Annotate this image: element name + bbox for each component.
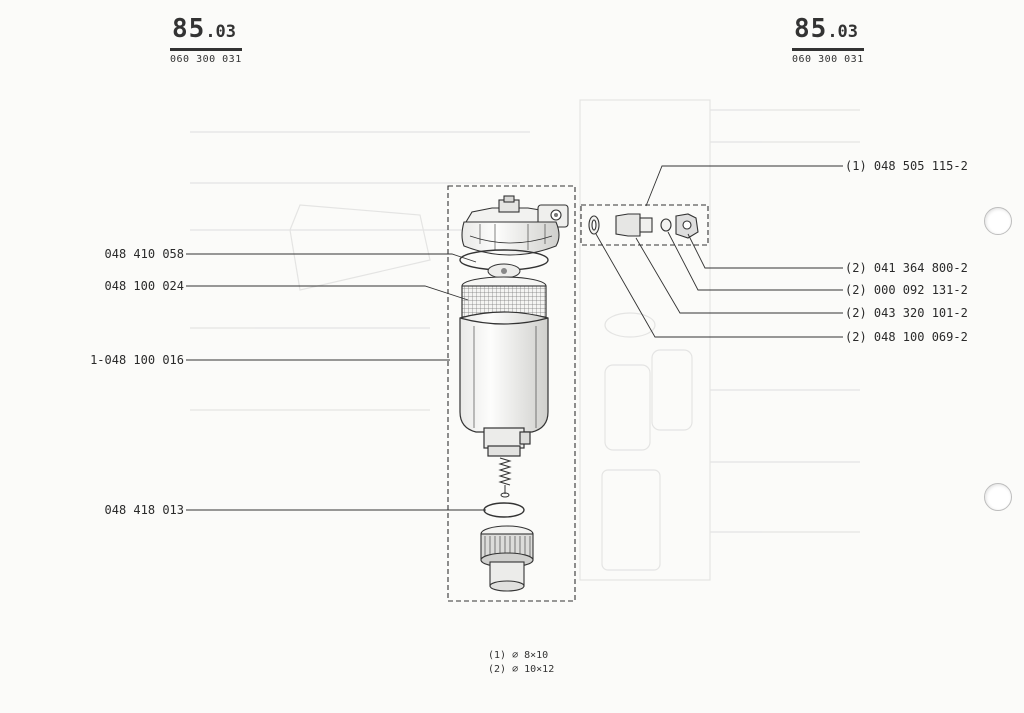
o-ring-lower xyxy=(483,502,525,518)
callout-label: 1-048 100 016 xyxy=(90,353,184,367)
filter-assembly-box xyxy=(447,185,576,602)
page-number-suffix: .03 xyxy=(205,22,237,42)
punch-hole-icon xyxy=(984,483,1012,511)
spring xyxy=(498,457,512,498)
punch-hole-icon xyxy=(984,207,1012,235)
page-header-left: 85.03 060 300 031 xyxy=(170,14,242,65)
bleed-through-ghost xyxy=(190,99,860,581)
fittings-kit-parts xyxy=(588,213,699,239)
page-number-main: 85 xyxy=(794,14,828,44)
filter-bowl xyxy=(459,311,549,457)
page-reference: 060 300 031 xyxy=(170,54,242,65)
legend-item: (2) ∅ 10×12 xyxy=(488,664,555,675)
page-header-right: 85.03 060 300 031 xyxy=(792,14,864,65)
dimension-legend: (1) ∅ 8×10 (2) ∅ 10×12 xyxy=(488,649,554,677)
page-number: 85.03 xyxy=(792,14,864,51)
leader-lines-right xyxy=(595,165,843,338)
callout-label: 048 100 024 xyxy=(104,279,184,293)
callout-label: (2) 043 320 101-2 xyxy=(845,306,968,320)
leader-lines-left xyxy=(186,253,486,511)
callout-label: 048 410 058 xyxy=(104,247,184,261)
filter-head xyxy=(461,195,569,256)
legend-item: (1) ∅ 8×10 xyxy=(488,650,549,661)
callout-label: (2) 000 092 131-2 xyxy=(845,283,968,297)
page-number-main: 85 xyxy=(172,14,206,44)
callout-label: (2) 041 364 800-2 xyxy=(845,261,968,275)
page-number: 85.03 xyxy=(170,14,242,51)
drain-plug xyxy=(480,525,534,592)
callout-label: (2) 048 100 069-2 xyxy=(845,330,968,344)
page-number-suffix: .03 xyxy=(827,22,859,42)
callout-label: (1) 048 505 115-2 xyxy=(845,159,968,173)
fittings-kit-box xyxy=(580,204,709,246)
page-reference: 060 300 031 xyxy=(792,54,864,65)
callout-label: 048 418 013 xyxy=(104,503,184,517)
